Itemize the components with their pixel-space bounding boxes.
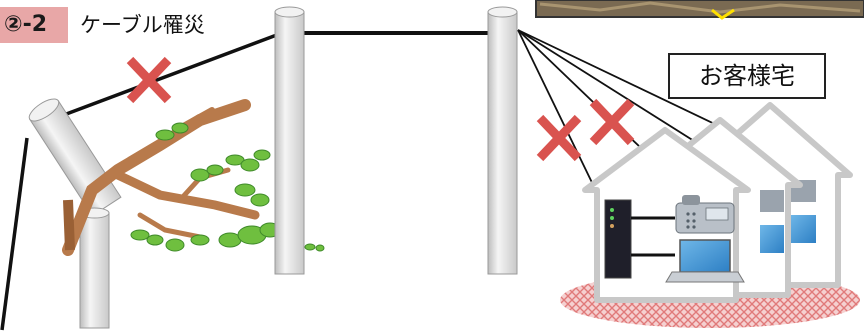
section-badge: ②-2 (0, 7, 68, 43)
customer-house-label: お客様宅 (668, 53, 826, 99)
utility-pole-center (275, 7, 304, 274)
cross-icon (130, 60, 168, 100)
cross-icon (593, 102, 631, 142)
router-icon (605, 200, 631, 278)
photo-fragment (536, 0, 864, 18)
page-title: ケーブル罹災 (80, 7, 205, 43)
utility-pole-right (488, 7, 517, 274)
cross-icon (540, 118, 578, 158)
